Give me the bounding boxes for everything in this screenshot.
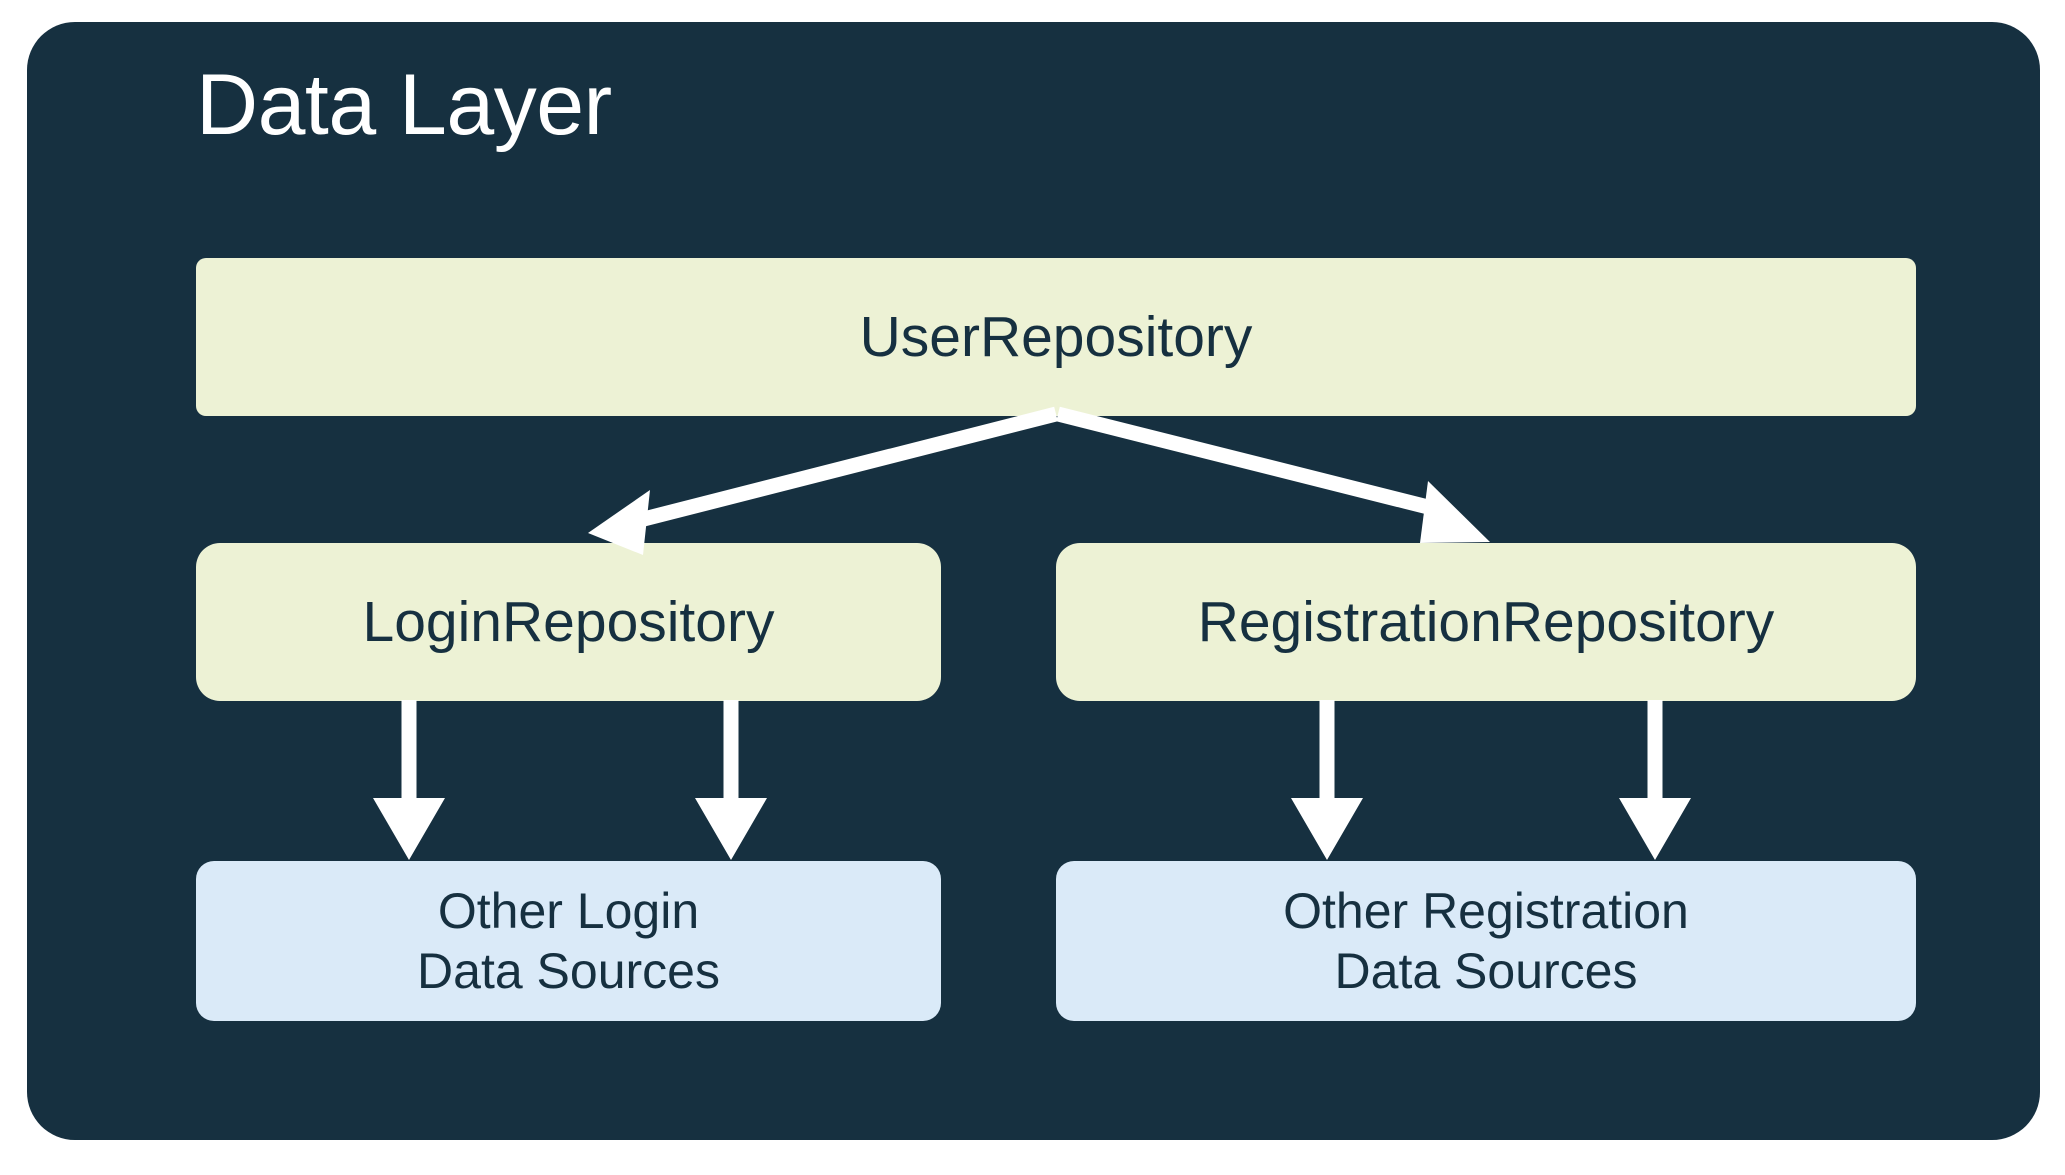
node-other-login-data-sources-label: Other Login Data Sources [417, 883, 720, 999]
node-other-login-data-sources[interactable]: Other Login Data Sources [196, 861, 941, 1021]
node-login-repository[interactable]: LoginRepository [196, 543, 941, 701]
page-title: Data Layer [196, 57, 612, 153]
node-other-registration-data-sources[interactable]: Other Registration Data Sources [1056, 861, 1916, 1021]
node-login-repository-label: LoginRepository [362, 589, 775, 654]
node-registration-repository[interactable]: RegistrationRepository [1056, 543, 1916, 701]
node-other-registration-data-sources-label: Other Registration Data Sources [1283, 883, 1689, 999]
node-user-repository-label: UserRepository [859, 304, 1253, 369]
node-user-repository[interactable]: UserRepository [196, 258, 1916, 416]
node-registration-repository-label: RegistrationRepository [1197, 589, 1775, 654]
